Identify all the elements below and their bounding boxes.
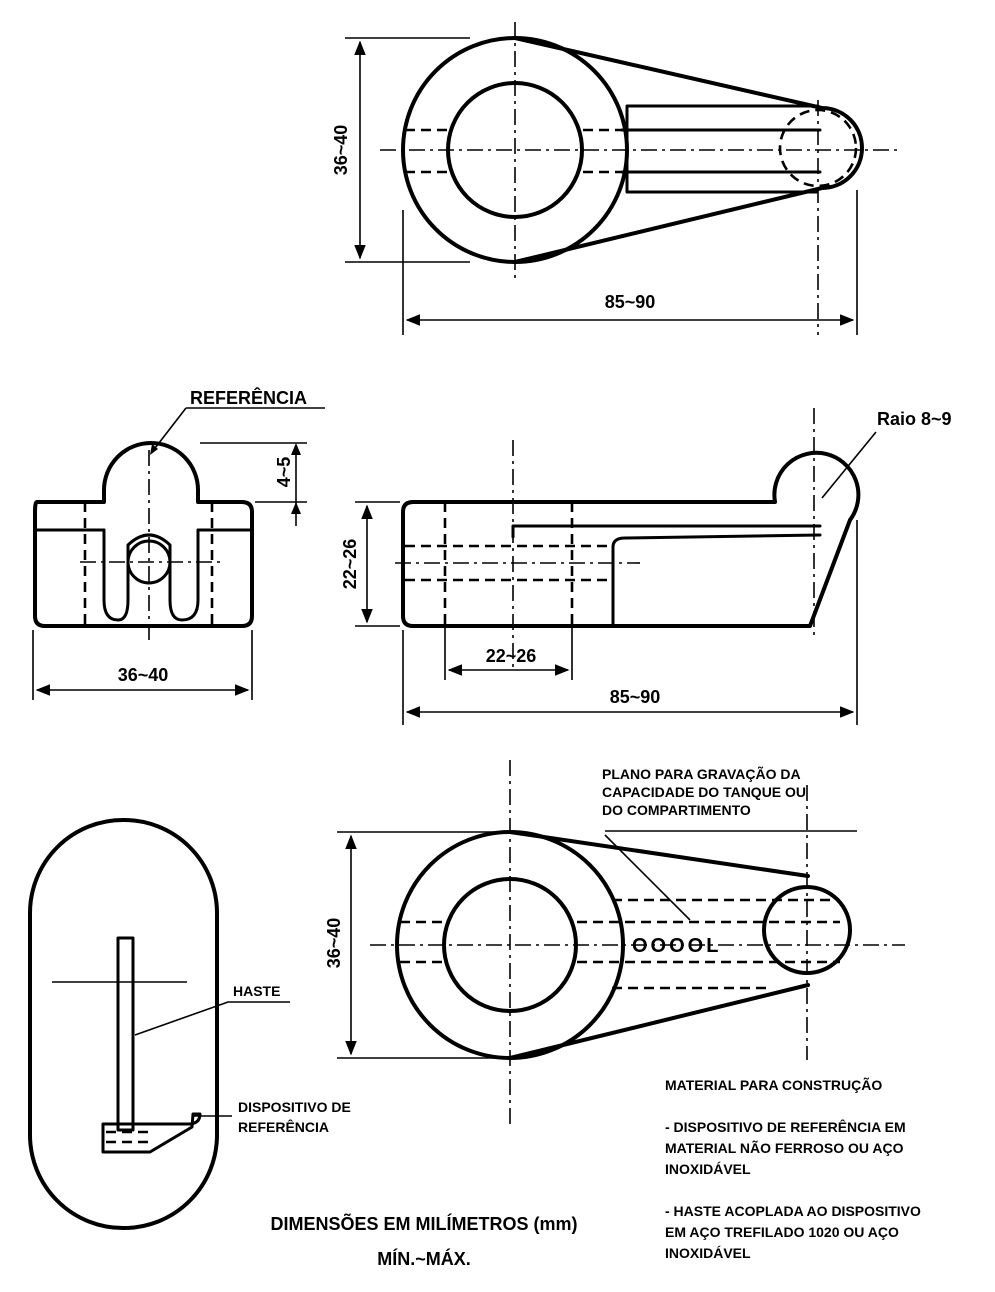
engraving-note-3: DO COMPARTIMENTO (602, 802, 751, 818)
engraving-note-2: CAPACIDADE DO TANQUE OU (602, 784, 806, 800)
side-left-ext-45 (200, 442, 307, 503)
material-item2-line1: - HASTE ACOPLADA AO DISPOSITIVO (665, 1203, 921, 1219)
front-length-dim: 85~90 (610, 687, 661, 707)
material-title: MATERIAL PARA CONSTRUÇÃO (665, 1076, 882, 1093)
material-item1-line1: - DISPOSITIVO DE REFERÊNCIA EM (665, 1118, 906, 1135)
footer-units: DIMENSÕES EM MILÍMETROS (mm) (270, 1213, 577, 1234)
detail-device-hidden (106, 1130, 148, 1144)
rod-leader (134, 1001, 290, 1036)
top-arm (625, 104, 819, 194)
front-hidden-bore (443, 502, 574, 626)
side-left-width-dim: 36~40 (118, 665, 169, 685)
detail-oval (28, 818, 219, 1230)
material-item2-line2: EM AÇO TREFILADO 1020 OU AÇO (665, 1224, 899, 1240)
side-left-view: REFERÊNCIA 4~5 36~40 (32, 387, 325, 700)
top-ext-lines (345, 37, 470, 263)
detail-view: HASTE DISPOSITIVO DE REFERÊNCIA (28, 818, 351, 1230)
front-outline (401, 450, 861, 628)
front-height-dim: 22~26 (340, 539, 360, 590)
top-length-dim: 85~90 (605, 292, 656, 312)
side-left-slot (102, 528, 200, 622)
side-left-height-dim: 4~5 (274, 457, 294, 488)
front-length-ext (402, 520, 858, 725)
top-hidden-lines (405, 128, 622, 174)
front-height-ext (355, 501, 400, 627)
radius-label: Raio 8~9 (877, 409, 952, 429)
front-hole-dim: 22~26 (486, 646, 537, 666)
material-item2-line3: INOXIDÁVEL (665, 1245, 751, 1261)
front-hidden-hole (405, 544, 612, 582)
material-item1-line3: INOXIDÁVEL (665, 1161, 751, 1177)
top-arm-slot (620, 128, 822, 174)
reference-arrow (150, 444, 158, 455)
front-lever-inner (611, 533, 822, 628)
bottom-height-dim: 36~40 (324, 918, 344, 969)
device-label-2: REFERÊNCIA (238, 1118, 329, 1135)
top-height-dim: 36~40 (331, 125, 351, 176)
engraving-marking: OOOOL (632, 935, 721, 957)
footer: DIMENSÕES EM MILÍMETROS (mm) MÍN.~MÁX. (270, 1213, 577, 1269)
bottom-hidden-arm (612, 898, 830, 990)
bottom-view: OOOOL PLANO PARA GRAVAÇÃO DA CAPACIDADE … (324, 760, 905, 1125)
reference-label: REFERÊNCIA (190, 387, 307, 408)
bottom-hidden-lines (400, 920, 840, 964)
bottom-height-ext (337, 831, 500, 1059)
top-view: 36~40 85~90 (331, 22, 900, 335)
footer-minmax: MÍN.~MÁX. (377, 1248, 471, 1269)
material-notes: MATERIAL PARA CONSTRUÇÃO - DISPOSITIVO D… (665, 1076, 921, 1261)
radius-leader (821, 431, 877, 499)
side-left-width-ext (32, 630, 253, 700)
top-lever-outline (513, 36, 864, 264)
side-left-hidden (83, 502, 214, 626)
material-item1-line2: MATERIAL NÃO FERROSO OU AÇO (665, 1139, 904, 1156)
side-left-outline (33, 441, 254, 628)
engraving-note-1: PLANO PARA GRAVAÇÃO DA (602, 765, 801, 782)
device-label-1: DISPOSITIVO DE (238, 1099, 351, 1115)
engraving-leader (604, 830, 857, 921)
reference-leader (151, 407, 325, 453)
front-hole-ext (444, 626, 573, 680)
detail-device (101, 1112, 202, 1154)
detail-rod (116, 936, 135, 1132)
front-view: Raio 8~9 22~26 22~26 85~90 (340, 408, 952, 725)
top-length-ext (402, 190, 858, 335)
rod-label: HASTE (233, 983, 280, 999)
